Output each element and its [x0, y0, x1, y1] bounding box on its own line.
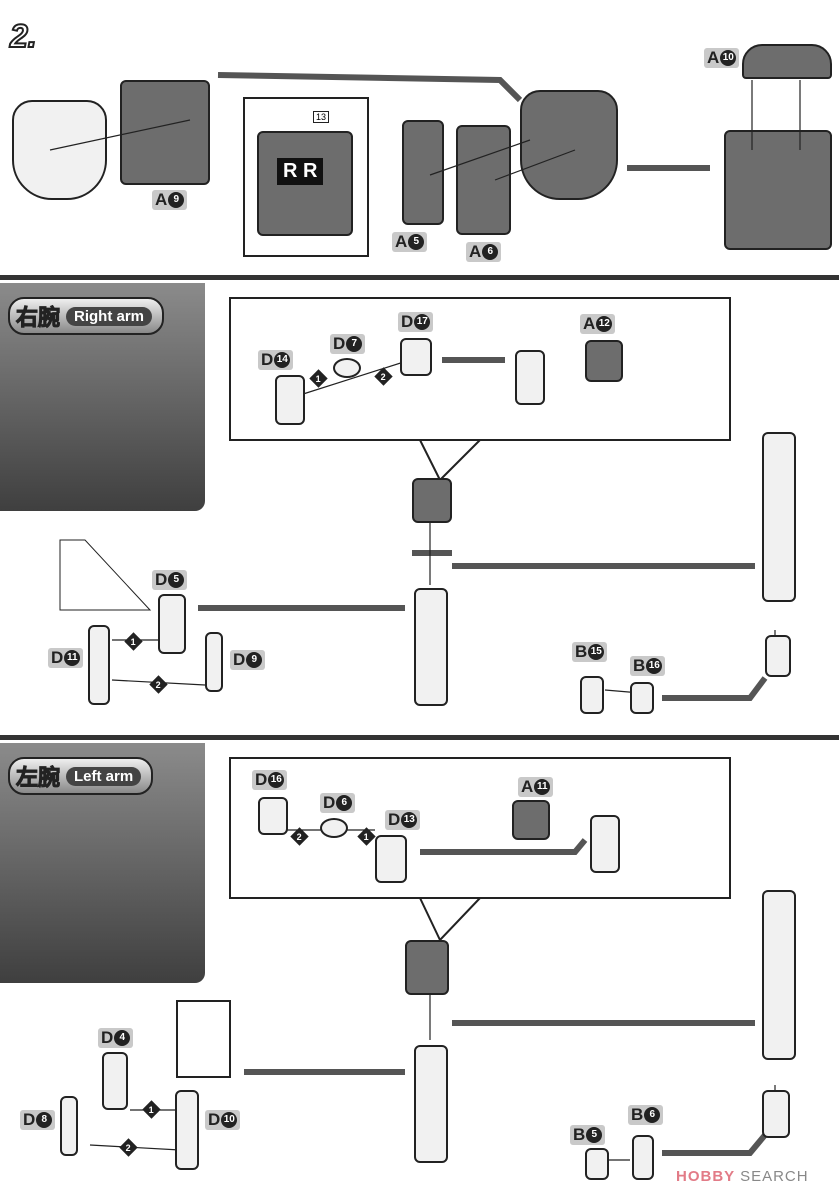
forearm-d10	[175, 1090, 199, 1170]
arm-assembly	[414, 1045, 448, 1163]
step-badge: 2	[374, 367, 393, 386]
vest-front-right	[456, 125, 511, 235]
section-divider	[0, 735, 839, 740]
forearm-d11	[88, 625, 110, 705]
step-badge: 1	[142, 1100, 161, 1119]
shoulder-armor-a12	[585, 340, 623, 382]
hand-assembly	[762, 1090, 790, 1138]
detail-inset: 13 R R	[243, 97, 369, 257]
watermark: HOBBY SEARCH	[676, 1168, 809, 1185]
step-badge: 2	[119, 1138, 138, 1157]
forearm-cover-d9	[205, 632, 223, 692]
shoulder-armor-a11	[512, 800, 550, 840]
shoulder-d14	[275, 375, 305, 425]
assembled-torso	[724, 130, 832, 250]
step-badge: 1	[124, 632, 143, 651]
upper-arm-d5	[158, 594, 186, 654]
vest-front-left	[402, 120, 444, 225]
joint-d6	[320, 818, 348, 838]
shoulder-d13	[375, 835, 407, 883]
arm-assembly	[414, 588, 448, 706]
step-badge: 2	[149, 675, 168, 694]
collar-part	[742, 44, 832, 79]
shoulder-assembly	[405, 940, 449, 995]
hand-b15	[580, 676, 604, 714]
torso-base	[12, 100, 107, 200]
part-number-tag: 13	[313, 111, 330, 123]
step-number: 2.	[9, 17, 38, 55]
vest-detail: R R	[257, 131, 353, 236]
completed-left-arm	[762, 890, 796, 1060]
assembled-shoulder	[590, 815, 620, 873]
wrist-b6	[632, 1135, 654, 1180]
detail-inset	[176, 1000, 231, 1078]
wrist-b16	[630, 682, 654, 714]
completed-right-arm	[762, 432, 796, 602]
hand-b5	[585, 1148, 609, 1180]
shoulder-cap-d17	[400, 338, 432, 376]
vest-mark: R R	[277, 158, 324, 185]
forearm-cover-d8	[60, 1096, 78, 1156]
hand-assembly	[765, 635, 791, 677]
vest-back-part	[120, 80, 210, 185]
section-divider	[0, 275, 839, 280]
shoulder-assembly	[412, 478, 452, 523]
torso-with-back-vest	[520, 90, 618, 200]
joint-d7	[333, 358, 361, 378]
assembled-shoulder	[515, 350, 545, 405]
step-badge: 1	[309, 369, 328, 388]
step-badge: 2	[290, 827, 309, 846]
upper-arm-d4	[102, 1052, 128, 1110]
shoulder-cap-d16	[258, 797, 288, 835]
step-badge: 1	[357, 827, 376, 846]
